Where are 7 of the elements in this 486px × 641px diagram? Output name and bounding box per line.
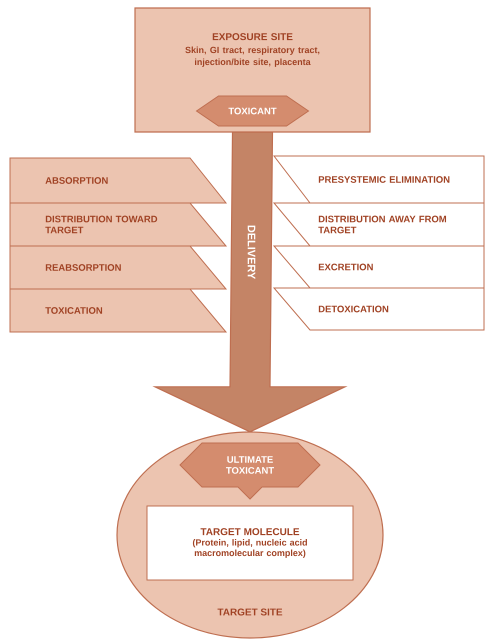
process-band: DISTRIBUTION TOWARD TARGET — [10, 202, 228, 246]
block-arrow — [152, 132, 348, 432]
process-band: REABSORPTION — [10, 246, 228, 290]
process-band: TOXICATION — [10, 288, 228, 332]
target-box: TARGET MOLECULE (Protein, lipid, nucleic acid macromolecular complex) — [146, 506, 354, 580]
process-band: ABSORPTION — [10, 158, 228, 204]
edge-label: DELIVERY — [246, 224, 256, 280]
